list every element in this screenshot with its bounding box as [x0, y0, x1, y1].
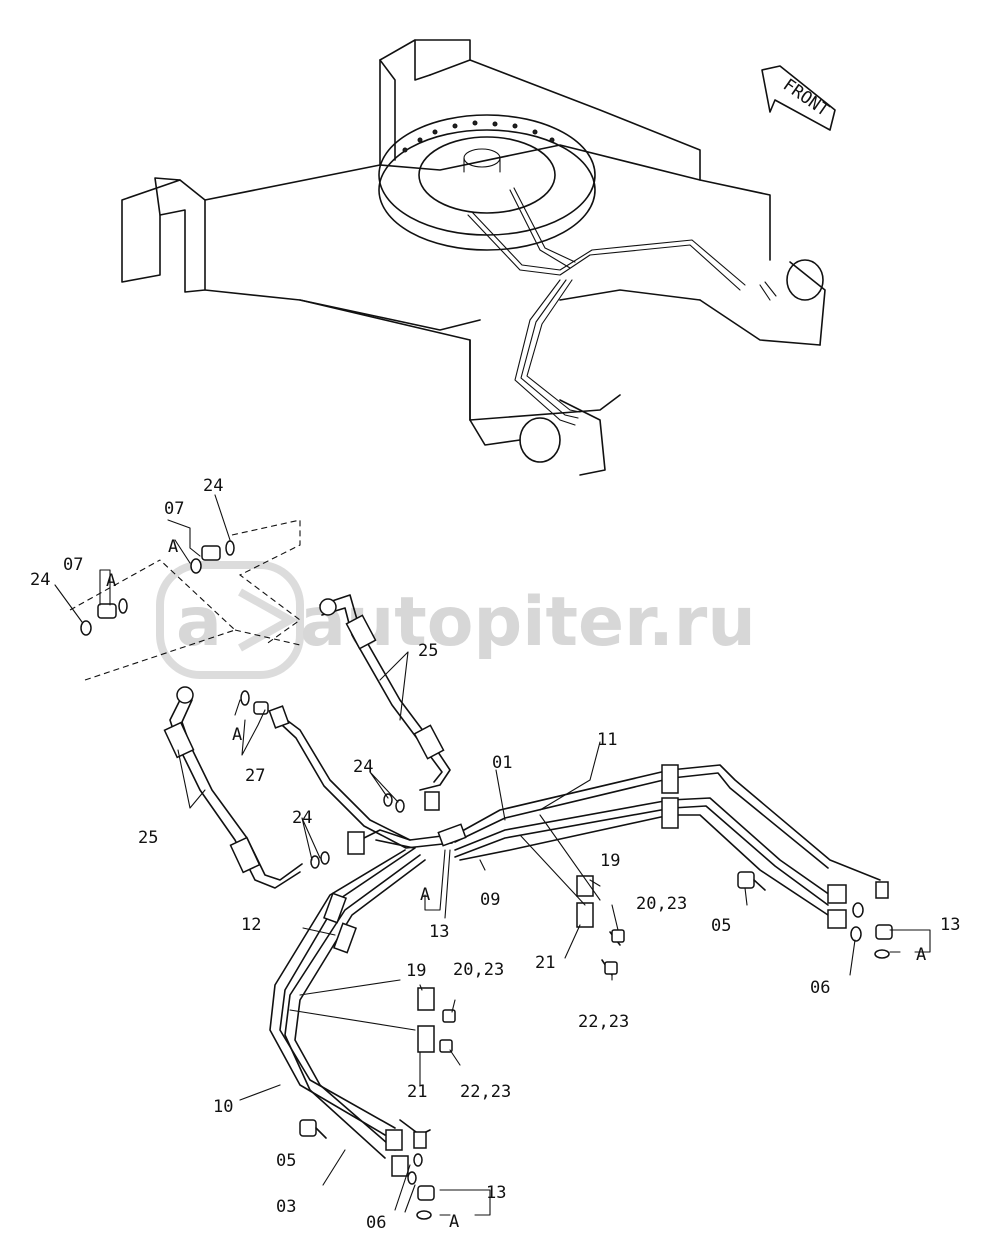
callout-07-top: 07	[164, 499, 184, 519]
callout-22-23-left: 22,23	[460, 1082, 511, 1102]
callout-a-top: A	[168, 537, 178, 557]
callout-11: 11	[597, 730, 617, 750]
callout-21-left: 21	[407, 1082, 427, 1102]
callout-24-mid: 24	[353, 757, 373, 777]
callout-19-left: 19	[406, 961, 426, 981]
callout-13-right: 13	[940, 915, 960, 935]
callout-a-27: A	[232, 725, 242, 745]
watermark: a autopiter.ru	[156, 561, 756, 679]
callout-05-right: 05	[711, 916, 731, 936]
callout-01: 01	[492, 753, 512, 773]
clamp-21-left	[417, 1025, 435, 1053]
callout-13-left: 13	[486, 1183, 506, 1203]
fitting-07-left	[97, 603, 117, 619]
callout-20-23-left: 20,23	[453, 960, 504, 980]
callout-24-top: 24	[203, 476, 223, 496]
callout-21-right: 21	[535, 953, 555, 973]
svg-text:a: a	[176, 583, 222, 662]
pipe-assembly	[163, 594, 889, 1177]
callout-a-far-left: A	[106, 571, 116, 591]
watermark-text: autopiter.ru	[300, 583, 756, 662]
small-parts	[69, 519, 893, 1220]
leader-lines	[54, 494, 931, 1216]
callout-24-far-left: 24	[30, 570, 50, 590]
callout-06-right: 06	[810, 978, 830, 998]
callout-12: 12	[241, 915, 261, 935]
front-arrow: FRONT	[761, 65, 836, 131]
callout-09: 09	[480, 890, 500, 910]
swing-circle-bolts	[402, 120, 555, 153]
callout-24-lower: 24	[292, 808, 312, 828]
callout-06-left: 06	[366, 1213, 386, 1233]
callout-a-left: A	[449, 1212, 459, 1232]
clamp-21-right	[576, 902, 594, 928]
callout-13-center: 13	[429, 922, 449, 942]
callout-25-upper: 25	[418, 641, 438, 661]
callout-labels: 11 01 09 19 20,23 21 22,23 05 06 13 A 13…	[30, 476, 960, 1233]
callout-27: 27	[245, 766, 265, 786]
callout-10: 10	[213, 1097, 233, 1117]
callout-20-23-right: 20,23	[636, 894, 687, 914]
clamp-19-right	[576, 875, 594, 897]
fitting-07-right	[201, 545, 221, 561]
front-arrow-label: FRONT	[779, 75, 832, 121]
clamp-19-left	[417, 987, 435, 1011]
track-frame	[121, 39, 826, 476]
callout-a-center: A	[420, 885, 430, 905]
callout-19-right: 19	[600, 851, 620, 871]
callout-05-left: 05	[276, 1151, 296, 1171]
callout-22-23-right: 22,23	[578, 1012, 629, 1032]
callout-25-left: 25	[138, 828, 158, 848]
callout-a-right: A	[916, 945, 926, 965]
callout-03: 03	[276, 1197, 296, 1217]
callout-07-left: 07	[63, 555, 83, 575]
